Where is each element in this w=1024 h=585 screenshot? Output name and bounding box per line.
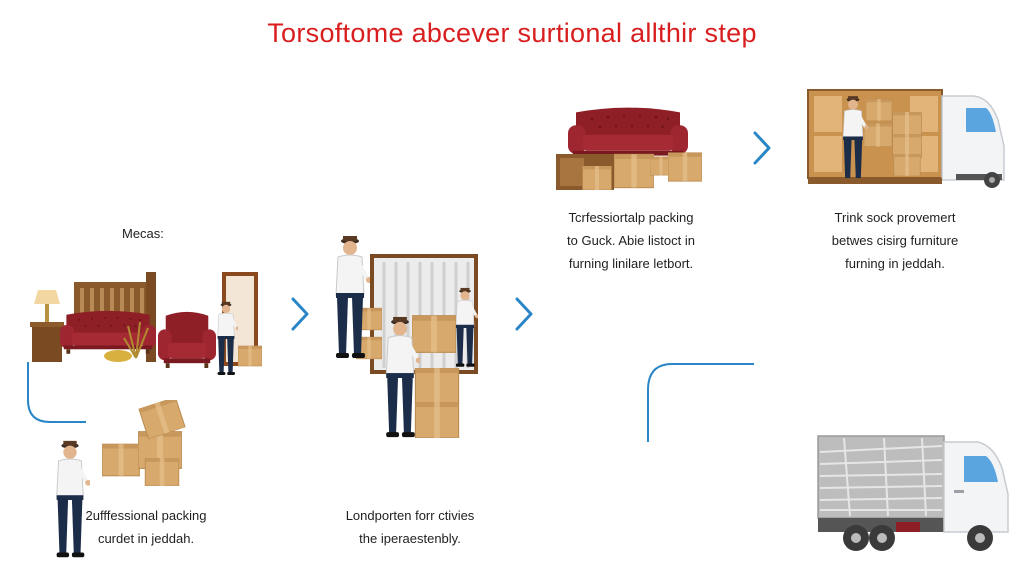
step4-caption-line2: betwes cisirg furniture [831,233,959,248]
step3-caption-line3: furning linilare letbort. [568,256,694,271]
step4-caption-line1: Trink sock provemert [834,210,956,225]
connector-line [27,362,86,423]
truck-icon [817,435,1009,551]
truck-loading-scene [807,89,1005,188]
step1-caption-line1: 2ufffessional packing [85,508,207,523]
step4-caption: Trink sock provemert betwes cisirg furni… [808,206,982,275]
sofa-boxes-scene [556,107,702,190]
page-title: Torsoftome abcever surtional allthir ste… [267,18,757,48]
step3-caption-line2: to Guck. Abie listoct in [567,233,695,248]
chevron-right-icon [290,296,310,332]
living-room-scene [30,272,262,376]
step1-caption-line2: curdet in jeddah. [97,531,195,546]
connector-line [647,363,754,442]
step2-caption-line2: the iperaestenbly. [359,531,461,546]
step3-caption-line1: Tcrfessiortalp packing [568,210,694,225]
chevron-right-icon [514,296,534,332]
step2-caption-line1: Londporten forr ctivies [345,508,475,523]
step2-caption: Londporten forr ctivies the iperaestenbl… [330,504,490,550]
chevron-right-icon [752,130,772,166]
step4-caption-line3: furning in jeddah. [845,256,945,271]
container-loading-scene [335,235,478,438]
left-label: Mecas: [122,226,164,241]
step3-caption: Tcrfessiortalp packing to Guck. Abie lis… [548,206,714,275]
step1-caption: 2ufffessional packing curdet in jeddah. [66,504,226,550]
